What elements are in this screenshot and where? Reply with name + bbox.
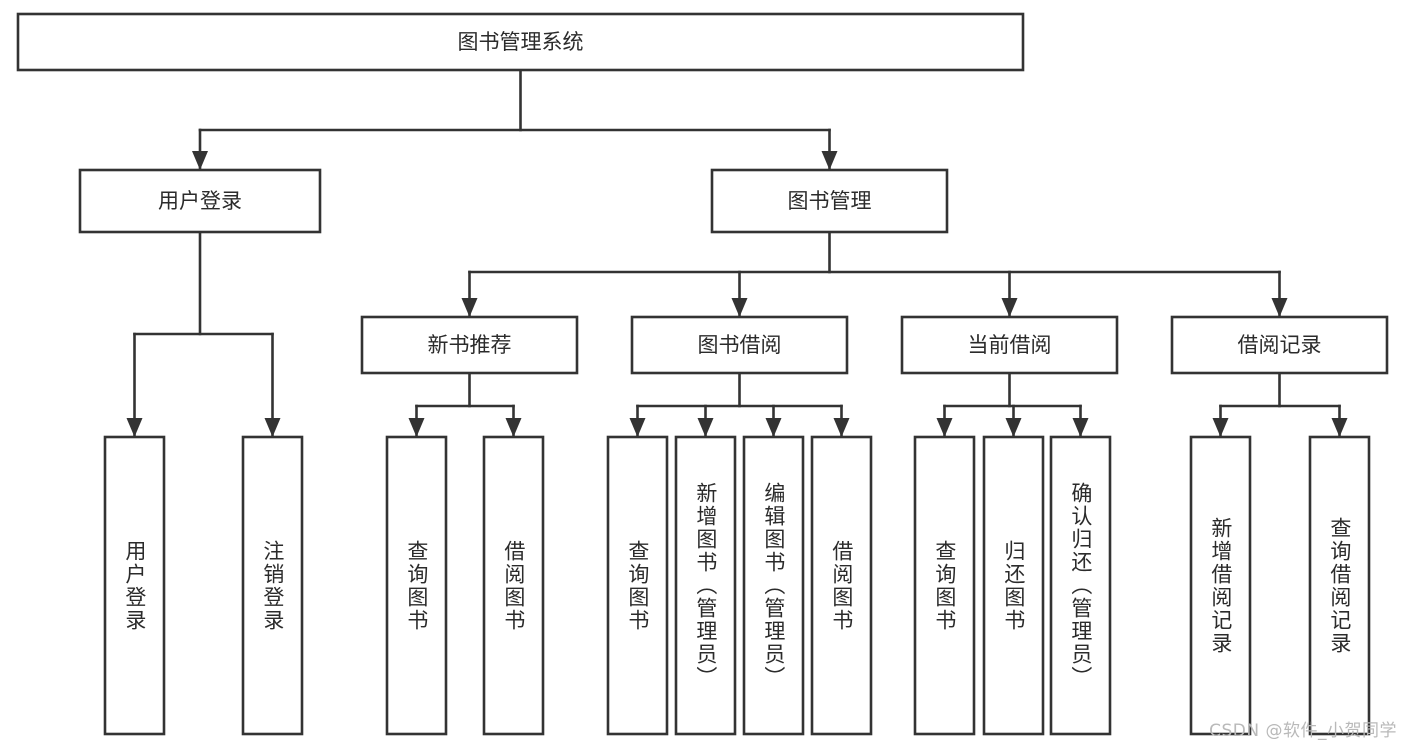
node-box-leaf-edit-book[interactable] (742, 435, 805, 736)
node-label-wrap-leaf-user-login: 用户登录 (105, 437, 164, 734)
node-label-current-borrow: 当前借阅 (968, 333, 1052, 357)
node-label-new-book-rec: 新书推荐 (428, 333, 512, 357)
node-label-book-borrow: 图书借阅 (698, 333, 782, 357)
node-label-leaf-borrow-book-2: 借阅图书 (829, 539, 854, 632)
node-label-wrap-leaf-add-record: 新增借阅记录 (1191, 437, 1250, 734)
node-label-wrap-leaf-query-book-2: 查询图书 (608, 437, 667, 734)
arrow-head-icon (264, 418, 281, 437)
node-label-wrap-leaf-query-book-1: 查询图书 (387, 437, 446, 734)
node-box-leaf-query-record[interactable] (1308, 435, 1371, 736)
node-label-leaf-query-book-3: 查询图书 (932, 539, 957, 632)
arrow-head-icon (1271, 298, 1288, 317)
node-label-wrap-leaf-edit-book: 编辑图书（管理员） (744, 437, 803, 734)
node-label-leaf-add-record: 新增借阅记录 (1208, 516, 1233, 655)
node-label-leaf-borrow-book-1: 借阅图书 (501, 539, 526, 632)
node-box-leaf-return-book[interactable] (982, 435, 1045, 736)
node-box-book-manage[interactable] (710, 168, 949, 234)
arrow-head-icon (505, 418, 522, 437)
node-label-book-manage: 图书管理 (788, 189, 872, 213)
node-box-leaf-borrow-book-1[interactable] (482, 435, 545, 736)
node-label-leaf-edit-book: 编辑图书（管理员） (761, 482, 786, 689)
arrow-head-icon (765, 418, 782, 437)
node-label-borrow-record: 借阅记录 (1238, 333, 1322, 357)
arrow-head-icon (731, 298, 748, 317)
node-box-root[interactable] (16, 12, 1025, 72)
node-box-leaf-add-book[interactable] (674, 435, 737, 736)
node-label-wrap-leaf-query-book-3: 查询图书 (915, 437, 974, 734)
connectors-layer (126, 68, 1348, 439)
arrow-head-icon (833, 418, 850, 437)
arrow-head-icon (1072, 418, 1089, 437)
arrow-head-icon (126, 418, 143, 437)
arrow-head-icon (408, 418, 425, 437)
node-label-wrap-leaf-query-record: 查询借阅记录 (1310, 437, 1369, 734)
arrow-head-icon (1001, 298, 1018, 317)
node-box-leaf-add-record[interactable] (1189, 435, 1252, 736)
node-label-leaf-query-book-2: 查询图书 (625, 539, 650, 632)
arrow-head-icon (1005, 418, 1022, 437)
node-box-leaf-logout[interactable] (241, 435, 304, 736)
node-label-wrap-leaf-borrow-book-2: 借阅图书 (812, 437, 871, 734)
node-label-leaf-query-book-1: 查询图书 (404, 539, 429, 632)
node-box-leaf-query-book-3[interactable] (913, 435, 976, 736)
node-label-leaf-user-login: 用户登录 (122, 539, 147, 632)
boxes-layer (16, 12, 1389, 736)
arrow-head-icon (821, 151, 838, 170)
node-label-wrap-leaf-logout: 注销登录 (243, 437, 302, 734)
node-label-wrap-leaf-return-book: 归还图书 (984, 437, 1043, 734)
node-label-root: 图书管理系统 (458, 30, 584, 54)
node-label-leaf-confirm-return: 确认归还（管理员） (1068, 482, 1093, 689)
node-label-leaf-logout: 注销登录 (260, 539, 285, 632)
node-box-user-login[interactable] (78, 168, 322, 234)
arrow-head-icon (697, 418, 714, 437)
arrow-head-icon (629, 418, 646, 437)
node-box-leaf-query-book-2[interactable] (606, 435, 669, 736)
arrow-head-icon (192, 151, 208, 170)
node-box-leaf-query-book-1[interactable] (385, 435, 448, 736)
node-label-leaf-query-record: 查询借阅记录 (1327, 516, 1352, 655)
node-label-wrap-leaf-confirm-return: 确认归还（管理员） (1051, 437, 1110, 734)
node-label-wrap-leaf-borrow-book-1: 借阅图书 (484, 437, 543, 734)
node-box-new-book-rec[interactable] (360, 315, 579, 375)
watermark-text: CSDN @软件_小贺同学 (1209, 721, 1397, 741)
node-label-user-login: 用户登录 (158, 189, 242, 213)
node-box-leaf-confirm-return[interactable] (1049, 435, 1112, 736)
arrow-head-icon (461, 298, 478, 317)
node-box-borrow-record[interactable] (1170, 315, 1389, 375)
node-label-wrap-leaf-add-book: 新增图书（管理员） (676, 437, 735, 734)
arrow-head-icon (1212, 418, 1229, 437)
node-box-book-borrow[interactable] (630, 315, 849, 375)
node-box-leaf-borrow-book-2[interactable] (810, 435, 873, 736)
arrow-head-icon (936, 418, 953, 437)
node-label-leaf-add-book: 新增图书（管理员） (693, 482, 718, 689)
node-box-current-borrow[interactable] (900, 315, 1119, 375)
arrow-head-icon (1331, 418, 1348, 437)
node-box-leaf-user-login[interactable] (103, 435, 166, 736)
node-label-leaf-return-book: 归还图书 (1001, 539, 1026, 632)
